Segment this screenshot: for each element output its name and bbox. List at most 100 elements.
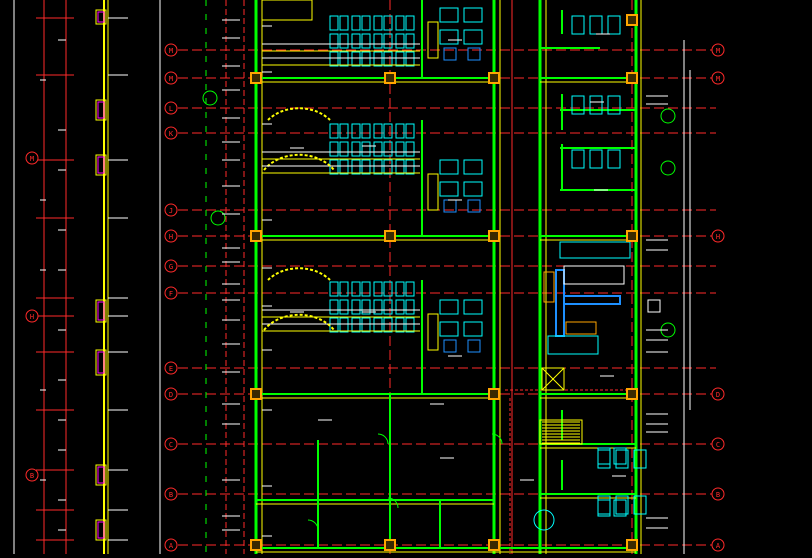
- grid-bubble-label: A: [169, 542, 174, 550]
- grid-bubble-label: M: [169, 47, 173, 55]
- desk-block: [339, 281, 349, 297]
- strip-window-glass: [97, 521, 105, 539]
- desk-block: [405, 33, 415, 49]
- floor-drain: [660, 160, 676, 176]
- kitchen-appliances: [559, 241, 631, 259]
- toilet-fixture: [607, 15, 621, 35]
- structural-column: [250, 230, 262, 242]
- desk-block: [329, 33, 339, 49]
- strip-window-glass: [97, 11, 105, 23]
- structural-column: [626, 539, 638, 551]
- desk-block: [339, 123, 349, 139]
- desk-block: [361, 15, 371, 31]
- toilet-fixture: [615, 449, 629, 469]
- grid-bubble: [164, 387, 178, 401]
- desk-block: [383, 281, 393, 297]
- toilet-fixture: [463, 181, 483, 197]
- structural-column: [384, 72, 396, 84]
- desk-block: [395, 141, 405, 157]
- toilet-fixture: [633, 449, 647, 469]
- desk-block: [405, 141, 415, 157]
- floor-drain: [202, 90, 218, 106]
- elevator-cross: [541, 367, 565, 391]
- structural-column: [384, 230, 396, 242]
- strip-window-frame: [95, 154, 107, 176]
- desk-block: [373, 281, 383, 297]
- sink-unit: [565, 321, 597, 335]
- courtyard-arc: [263, 153, 335, 171]
- grid-bubble-label: H: [716, 233, 720, 241]
- strip-window-glass: [97, 156, 105, 174]
- desk-block: [383, 33, 393, 49]
- desk-block: [405, 51, 415, 67]
- desk-block: [383, 123, 393, 139]
- strip-window-glass: [97, 301, 105, 321]
- floor-drain: [210, 210, 226, 226]
- desk-block: [383, 299, 393, 315]
- structural-column: [626, 230, 638, 242]
- desk-block: [351, 15, 361, 31]
- strip-window-glass: [97, 466, 105, 484]
- grid-bubble-label: G: [169, 263, 173, 271]
- toilet-fixture: [571, 95, 585, 115]
- desk-block: [329, 299, 339, 315]
- grid-bubble: [164, 259, 178, 273]
- door-swing: [377, 433, 389, 445]
- strip-window-glass: [97, 351, 105, 374]
- gas-range: [543, 271, 555, 303]
- grid-bubble: [711, 538, 725, 552]
- grid-bubble-label: B: [716, 491, 720, 499]
- grid-bubble: [164, 126, 178, 140]
- grid-bubble: [711, 229, 725, 243]
- round-fixture: [533, 509, 555, 531]
- grid-bubble-label: B: [30, 472, 34, 480]
- grid-bubble: [164, 437, 178, 451]
- desk-block: [361, 299, 371, 315]
- courtyard-edge: [261, 0, 313, 21]
- desk-block: [329, 51, 339, 67]
- strip-window-frame: [95, 349, 107, 376]
- desk-block: [383, 141, 393, 157]
- equipment-box: [647, 299, 661, 313]
- desk-block: [329, 141, 339, 157]
- desk-block: [373, 33, 383, 49]
- toilet-fixture: [615, 495, 629, 515]
- desk-block: [405, 159, 415, 175]
- grid-bubble-label: D: [716, 391, 720, 399]
- desk-block: [351, 299, 361, 315]
- desk-block: [351, 123, 361, 139]
- desk-block: [395, 299, 405, 315]
- sink-fixture: [467, 47, 481, 61]
- desk-block: [395, 33, 405, 49]
- desk-block: [361, 141, 371, 157]
- toilet-fixture: [463, 7, 483, 23]
- desk-block: [373, 141, 383, 157]
- utility-tank: [613, 499, 627, 517]
- desk-block: [339, 51, 349, 67]
- grid-bubble: [711, 437, 725, 451]
- grid-bubble: [164, 203, 178, 217]
- sink-fixture: [443, 339, 457, 353]
- desk-block: [351, 159, 361, 175]
- toilet-fixture: [439, 159, 459, 175]
- structural-column: [488, 388, 500, 400]
- grid-bubble: [711, 487, 725, 501]
- grid-bubble: [25, 151, 39, 165]
- toilet-fixture: [607, 95, 621, 115]
- grid-bubble: [711, 387, 725, 401]
- desk-block: [405, 15, 415, 31]
- toilet-fixture: [439, 181, 459, 197]
- grid-bubble: [164, 286, 178, 300]
- grid-bubble-label: M: [716, 47, 720, 55]
- wall-layer: [254, 0, 642, 554]
- toilet-fixture: [439, 29, 459, 45]
- desk-block: [383, 159, 393, 175]
- structural-column: [488, 72, 500, 84]
- grid-bubble: [164, 361, 178, 375]
- columns-layer: [250, 14, 638, 551]
- toilet-fixture: [589, 15, 603, 35]
- utility-tank: [597, 447, 611, 465]
- grid-bubble: [164, 538, 178, 552]
- grid-bubble: [164, 71, 178, 85]
